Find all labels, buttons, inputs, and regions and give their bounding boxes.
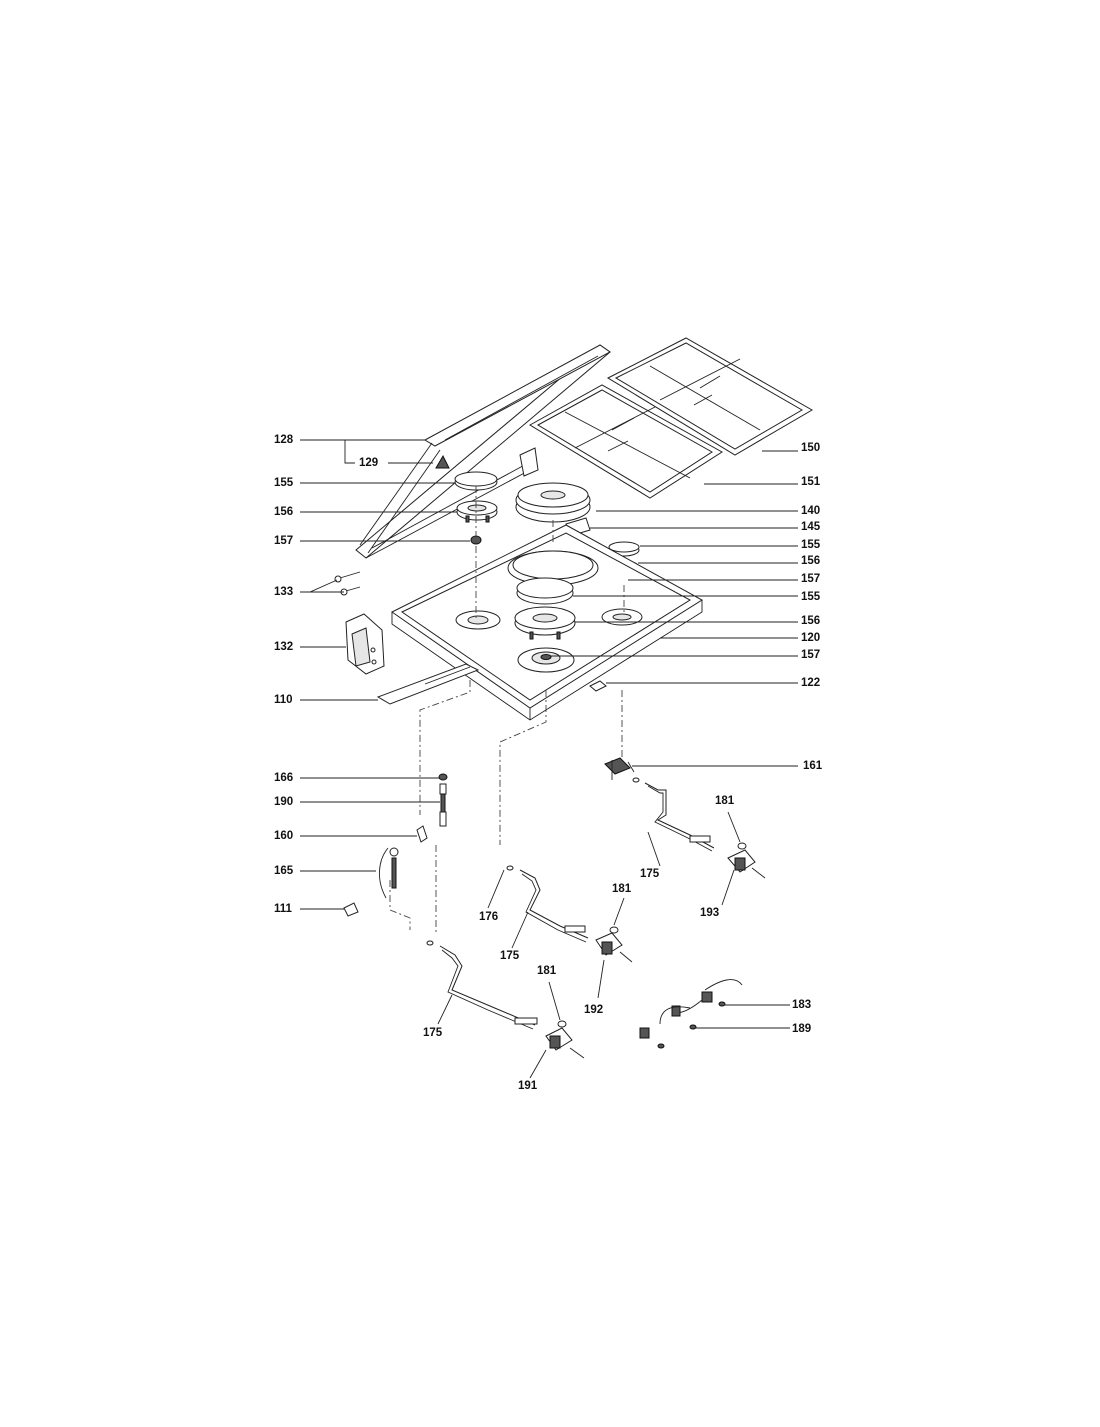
lid-bumper-part <box>435 454 450 469</box>
callout-155-right: 155 <box>801 539 821 551</box>
front-rail-part <box>376 663 480 705</box>
callout-122: 122 <box>801 677 821 689</box>
burner-center-part <box>514 577 576 640</box>
valve-right-part <box>727 842 766 879</box>
callout-156-right: 156 <box>801 555 821 567</box>
callout-190: 190 <box>274 796 294 808</box>
manifold-fitting-part <box>604 757 635 780</box>
grommet-part <box>416 825 428 843</box>
callout-181-center: 181 <box>612 883 632 895</box>
large-burner-part <box>515 482 591 523</box>
callout-192: 192 <box>584 1004 604 1016</box>
switch-wire-lower <box>639 1005 697 1049</box>
gas-tube-center <box>506 865 589 943</box>
callout-132: 132 <box>274 641 294 653</box>
callout-157-center: 157 <box>801 649 821 661</box>
gas-tube-left <box>426 940 538 1030</box>
burner-head-left <box>456 500 498 523</box>
assembly-lines <box>389 486 625 935</box>
callout-157-right: 157 <box>801 573 821 585</box>
valve-left-part <box>545 1020 585 1059</box>
callout-150: 150 <box>801 442 821 454</box>
lid-part <box>355 344 611 559</box>
valve-center-part <box>595 926 633 963</box>
callout-129: 129 <box>359 457 379 469</box>
leader-lines <box>300 439 798 1079</box>
callout-151: 151 <box>801 476 821 488</box>
side-bracket-part <box>345 613 385 675</box>
callout-161: 161 <box>803 760 823 772</box>
callout-183: 183 <box>792 999 812 1011</box>
grate-rear-part <box>606 337 813 456</box>
callout-181-left: 181 <box>537 965 557 977</box>
callout-156-center: 156 <box>801 615 821 627</box>
callout-133: 133 <box>274 586 294 598</box>
callout-120: 120 <box>801 632 821 644</box>
nut-part <box>438 773 448 781</box>
callout-176: 176 <box>479 911 499 923</box>
switch-wire-upper <box>671 979 743 1014</box>
callout-110: 110 <box>274 694 293 706</box>
callout-175-center: 175 <box>500 950 520 962</box>
callout-145: 145 <box>801 521 821 533</box>
callout-193: 193 <box>700 907 720 919</box>
callout-191: 191 <box>518 1080 538 1092</box>
callout-155-center: 155 <box>801 591 821 603</box>
callout-189: 189 <box>792 1023 812 1035</box>
clip-part <box>589 680 607 692</box>
gas-tube-right <box>632 777 715 852</box>
callout-155-left: 155 <box>274 477 294 489</box>
grate-front-part <box>529 384 723 499</box>
electrode-part <box>439 783 447 827</box>
callout-111: 111 <box>274 903 292 915</box>
callout-166: 166 <box>274 772 294 784</box>
callout-157-left: 157 <box>274 535 294 547</box>
ignition-clip-part <box>343 902 359 917</box>
callout-156-left: 156 <box>274 506 294 518</box>
callout-175-left: 175 <box>423 1027 443 1039</box>
callout-128: 128 <box>274 434 294 446</box>
thermocouple-part <box>379 847 399 899</box>
callout-160: 160 <box>274 830 294 842</box>
callout-181-right: 181 <box>715 795 735 807</box>
callout-175-right: 175 <box>640 868 660 880</box>
callout-165: 165 <box>274 865 294 877</box>
callout-140: 140 <box>801 505 821 517</box>
